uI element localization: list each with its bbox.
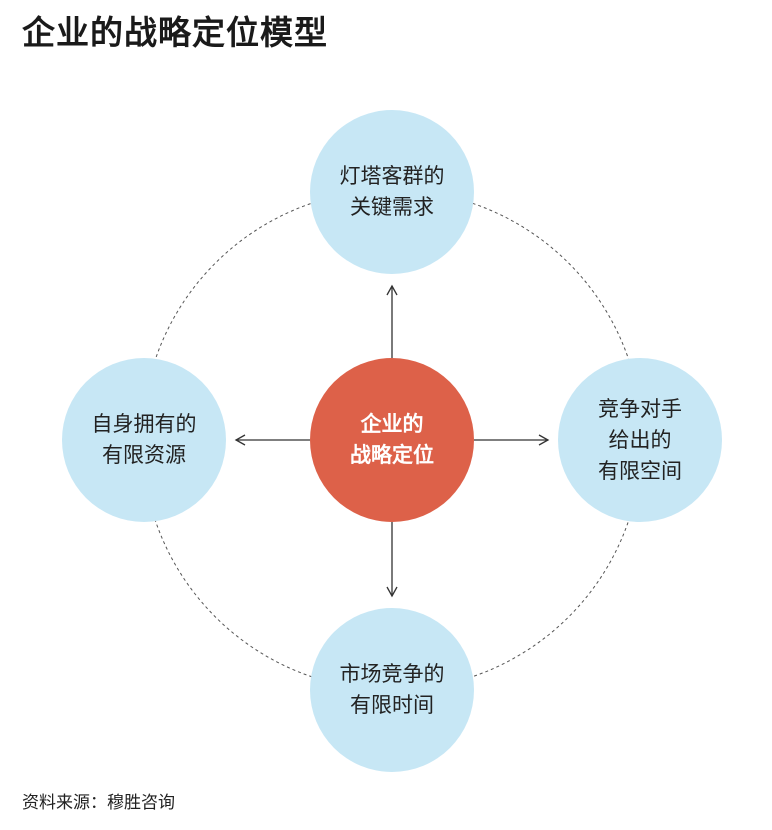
node-strategic-positioning: 企业的 战略定位	[310, 358, 474, 522]
node-own-resources: 自身拥有的 有限资源	[62, 358, 226, 522]
node-market-time: 市场竞争的 有限时间	[310, 608, 474, 772]
source-note: 资料来源：穆胜咨询	[22, 793, 175, 813]
node-lighthouse-customer-needs: 灯塔客群的 关键需求	[310, 110, 474, 274]
page-title: 企业的战略定位模型	[22, 13, 328, 52]
node-competitor-space: 竞争对手 给出的 有限空间	[558, 358, 722, 522]
